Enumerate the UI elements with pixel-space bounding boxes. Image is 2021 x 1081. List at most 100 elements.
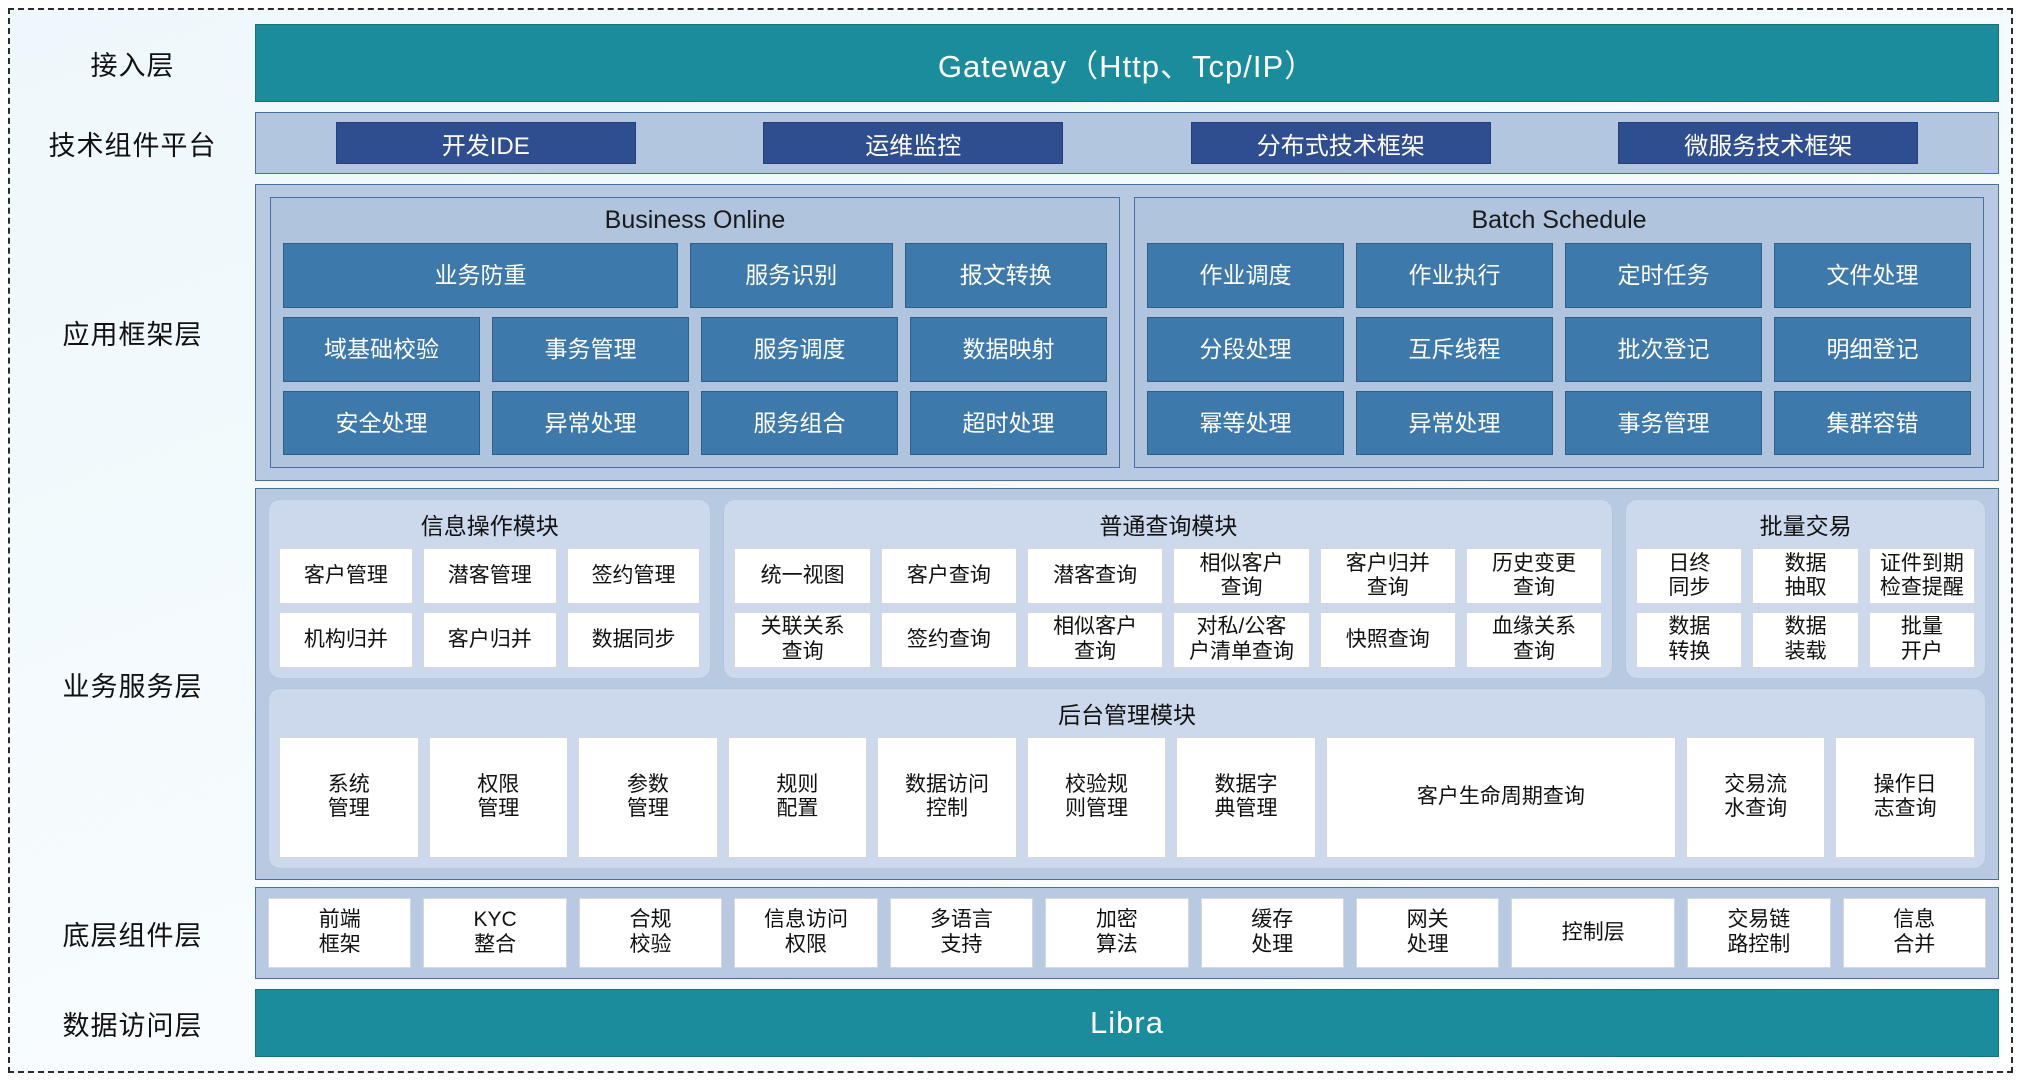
tech-chip-1[interactable]: 开发IDE <box>335 122 636 164</box>
layer-label-data-access: 数据访问层 <box>62 1010 203 1041</box>
service-module-cell[interactable]: 数据同步 <box>566 612 701 668</box>
admin-module-cell[interactable]: 系统 管理 <box>279 736 419 858</box>
service-module-cell[interactable]: 关联关系 查询 <box>734 612 871 668</box>
app-framework-cell[interactable]: 异常处理 <box>1356 390 1553 456</box>
app-framework-cell[interactable]: 明细登记 <box>1774 316 1971 382</box>
service-module-grid-2: 统一视图客户查询潜客查询相似客户 查询客户归并 查询历史变更 查询关联关系 查询… <box>734 548 1603 668</box>
service-module-row: 机构归并客户归并数据同步 <box>279 612 701 668</box>
app-framework-cell[interactable]: 域基础校验 <box>283 316 480 382</box>
app-framework-cell[interactable]: 异常处理 <box>492 390 689 456</box>
layer-label-access: 接入层 <box>90 50 175 81</box>
admin-module-cell[interactable]: 数据访问 控制 <box>877 736 1017 858</box>
business-service-panel: 信息操作模块客户管理潜客管理签约管理机构归并客户归并数据同步普通查询模块统一视图… <box>255 488 1999 880</box>
tech-platform-body: 开发IDE 运维监控 分布式技术框架 微服务技术框架 <box>255 112 1999 174</box>
base-component-cell[interactable]: KYC 整合 <box>423 898 567 968</box>
tech-chip-3[interactable]: 分布式技术框架 <box>1190 122 1491 164</box>
app-framework-cell[interactable]: 事务管理 <box>492 316 689 382</box>
base-component-cell[interactable]: 加密 算法 <box>1045 898 1189 968</box>
service-module-cell[interactable]: 客户查询 <box>880 548 1018 605</box>
app-framework-cell[interactable]: 业务防重 <box>283 243 678 308</box>
business-service-modules-row: 信息操作模块客户管理潜客管理签约管理机构归并客户归并数据同步普通查询模块统一视图… <box>268 499 1987 679</box>
service-module-row: 数据 转换数据 装载批量 开户 <box>1636 612 1976 668</box>
app-framework-cell[interactable]: 分段处理 <box>1147 316 1344 382</box>
service-module-1: 信息操作模块客户管理潜客管理签约管理机构归并客户归并数据同步 <box>268 499 712 679</box>
gateway-banner[interactable]: Gateway（Http、Tcp/IP） <box>255 24 1999 102</box>
service-module-cell[interactable]: 数据 装载 <box>1752 612 1859 668</box>
service-module-row: 客户管理潜客管理签约管理 <box>279 548 701 605</box>
app-framework-cell[interactable]: 事务管理 <box>1565 390 1762 456</box>
admin-module-cell[interactable]: 权限 管理 <box>428 736 569 858</box>
tech-chip-4[interactable]: 微服务技术框架 <box>1618 122 1919 164</box>
service-module-cell[interactable]: 统一视图 <box>734 548 871 605</box>
base-component-cell[interactable]: 控制层 <box>1511 898 1676 968</box>
base-component-cell[interactable]: 信息 合并 <box>1842 898 1986 968</box>
service-module-cell[interactable]: 相似客户 查询 <box>1027 612 1164 668</box>
app-framework-cell[interactable]: 报文转换 <box>904 243 1107 308</box>
service-module-cell[interactable]: 快照查询 <box>1319 612 1456 668</box>
service-module-cell[interactable]: 数据 抽取 <box>1752 548 1859 605</box>
admin-module-cell[interactable]: 操作日 志查询 <box>1835 736 1975 858</box>
app-framework-cell[interactable]: 集群容错 <box>1774 390 1971 456</box>
admin-module-cell[interactable]: 参数 管理 <box>578 736 718 858</box>
service-module-cell[interactable]: 客户归并 <box>422 612 557 668</box>
service-module-title-3: 批量交易 <box>1759 513 1852 540</box>
service-module-cell[interactable]: 对私/公客 户清单查询 <box>1173 612 1310 668</box>
app-framework-row: 幂等处理异常处理事务管理集群容错 <box>1147 390 1971 456</box>
app-framework-cell[interactable]: 批次登记 <box>1565 316 1762 382</box>
app-framework-cell[interactable]: 定时任务 <box>1565 243 1762 308</box>
service-module-cell[interactable]: 签约查询 <box>880 612 1018 668</box>
row-business-service: 业务服务层 信息操作模块客户管理潜客管理签约管理机构归并客户归并数据同步普通查询… <box>10 488 1999 880</box>
service-module-cell[interactable]: 历史变更 查询 <box>1465 548 1603 605</box>
layer-label-business-service: 业务服务层 <box>62 671 203 702</box>
app-framework-cell[interactable]: 数据映射 <box>910 316 1107 382</box>
app-framework-group-rows-2: 作业调度作业执行定时任务文件处理分段处理互斥线程批次登记明细登记幂等处理异常处理… <box>1147 243 1971 456</box>
base-component-cell[interactable]: 交易链 路控制 <box>1687 898 1831 968</box>
app-framework-cell[interactable]: 服务识别 <box>690 243 893 308</box>
service-module-cell[interactable]: 血缘关系 查询 <box>1465 612 1603 668</box>
spacer-2 <box>10 174 1999 184</box>
data-access-body: Libra <box>255 989 1999 1057</box>
service-module-cell[interactable]: 客户管理 <box>279 548 413 605</box>
base-component-cell[interactable]: 缓存 处理 <box>1200 898 1344 968</box>
app-framework-cell[interactable]: 超时处理 <box>910 390 1107 456</box>
admin-module-cells: 系统 管理权限 管理参数 管理规则 配置数据访问 控制校验规 则管理数据字 典管… <box>279 736 1975 858</box>
app-framework-cell[interactable]: 服务调度 <box>701 316 898 382</box>
admin-module-cell[interactable]: 规则 配置 <box>727 736 868 858</box>
app-framework-cell[interactable]: 服务组合 <box>701 390 898 456</box>
admin-module-cell[interactable]: 交易流 水查询 <box>1685 736 1826 858</box>
service-module-cell[interactable]: 数据 转换 <box>1636 612 1743 668</box>
libra-banner[interactable]: Libra <box>255 989 1999 1057</box>
base-component-cell[interactable]: 信息访问 权限 <box>734 898 878 968</box>
app-framework-cell[interactable]: 作业调度 <box>1147 243 1344 308</box>
service-module-3: 批量交易日终 同步数据 抽取证件到期 检查提醒数据 转换数据 装载批量 开户 <box>1625 499 1987 679</box>
admin-module-cell[interactable]: 校验规 则管理 <box>1026 736 1167 858</box>
service-module-cell[interactable]: 签约管理 <box>566 548 701 605</box>
base-component-cell[interactable]: 前端 框架 <box>268 898 412 968</box>
service-module-cell[interactable]: 潜客管理 <box>422 548 557 605</box>
app-framework-cell[interactable]: 幂等处理 <box>1147 390 1344 456</box>
service-module-cell[interactable]: 批量 开户 <box>1868 612 1976 668</box>
service-module-cell[interactable]: 机构归并 <box>279 612 413 668</box>
service-module-cell[interactable]: 相似客户 查询 <box>1173 548 1310 605</box>
admin-module-cell[interactable]: 数据字 典管理 <box>1176 736 1316 858</box>
spacer-5 <box>10 979 1999 989</box>
app-framework-cell[interactable]: 安全处理 <box>283 390 480 456</box>
tech-chip-2[interactable]: 运维监控 <box>763 122 1064 164</box>
service-module-cell[interactable]: 客户归并 查询 <box>1319 548 1456 605</box>
service-module-cell[interactable]: 证件到期 检查提醒 <box>1868 548 1976 605</box>
service-module-cell[interactable]: 潜客查询 <box>1027 548 1164 605</box>
base-component-cell[interactable]: 网关 处理 <box>1355 898 1500 968</box>
admin-module-cell[interactable]: 客户生命周期查询 <box>1325 736 1676 858</box>
service-module-cell[interactable]: 日终 同步 <box>1636 548 1743 605</box>
service-module-grid-1: 客户管理潜客管理签约管理机构归并客户归并数据同步 <box>279 548 701 668</box>
app-framework-cell[interactable]: 作业执行 <box>1356 243 1553 308</box>
app-framework-group-title-1: Business Online <box>604 206 786 234</box>
base-component-cell[interactable]: 多语言 支持 <box>889 898 1034 968</box>
service-module-title-2: 普通查询模块 <box>1099 513 1238 540</box>
app-framework-cell[interactable]: 互斥线程 <box>1356 316 1553 382</box>
app-framework-cell[interactable]: 文件处理 <box>1774 243 1971 308</box>
base-component-cell[interactable]: 合规 校验 <box>578 898 723 968</box>
service-module-row: 统一视图客户查询潜客查询相似客户 查询客户归并 查询历史变更 查询 <box>734 548 1603 605</box>
